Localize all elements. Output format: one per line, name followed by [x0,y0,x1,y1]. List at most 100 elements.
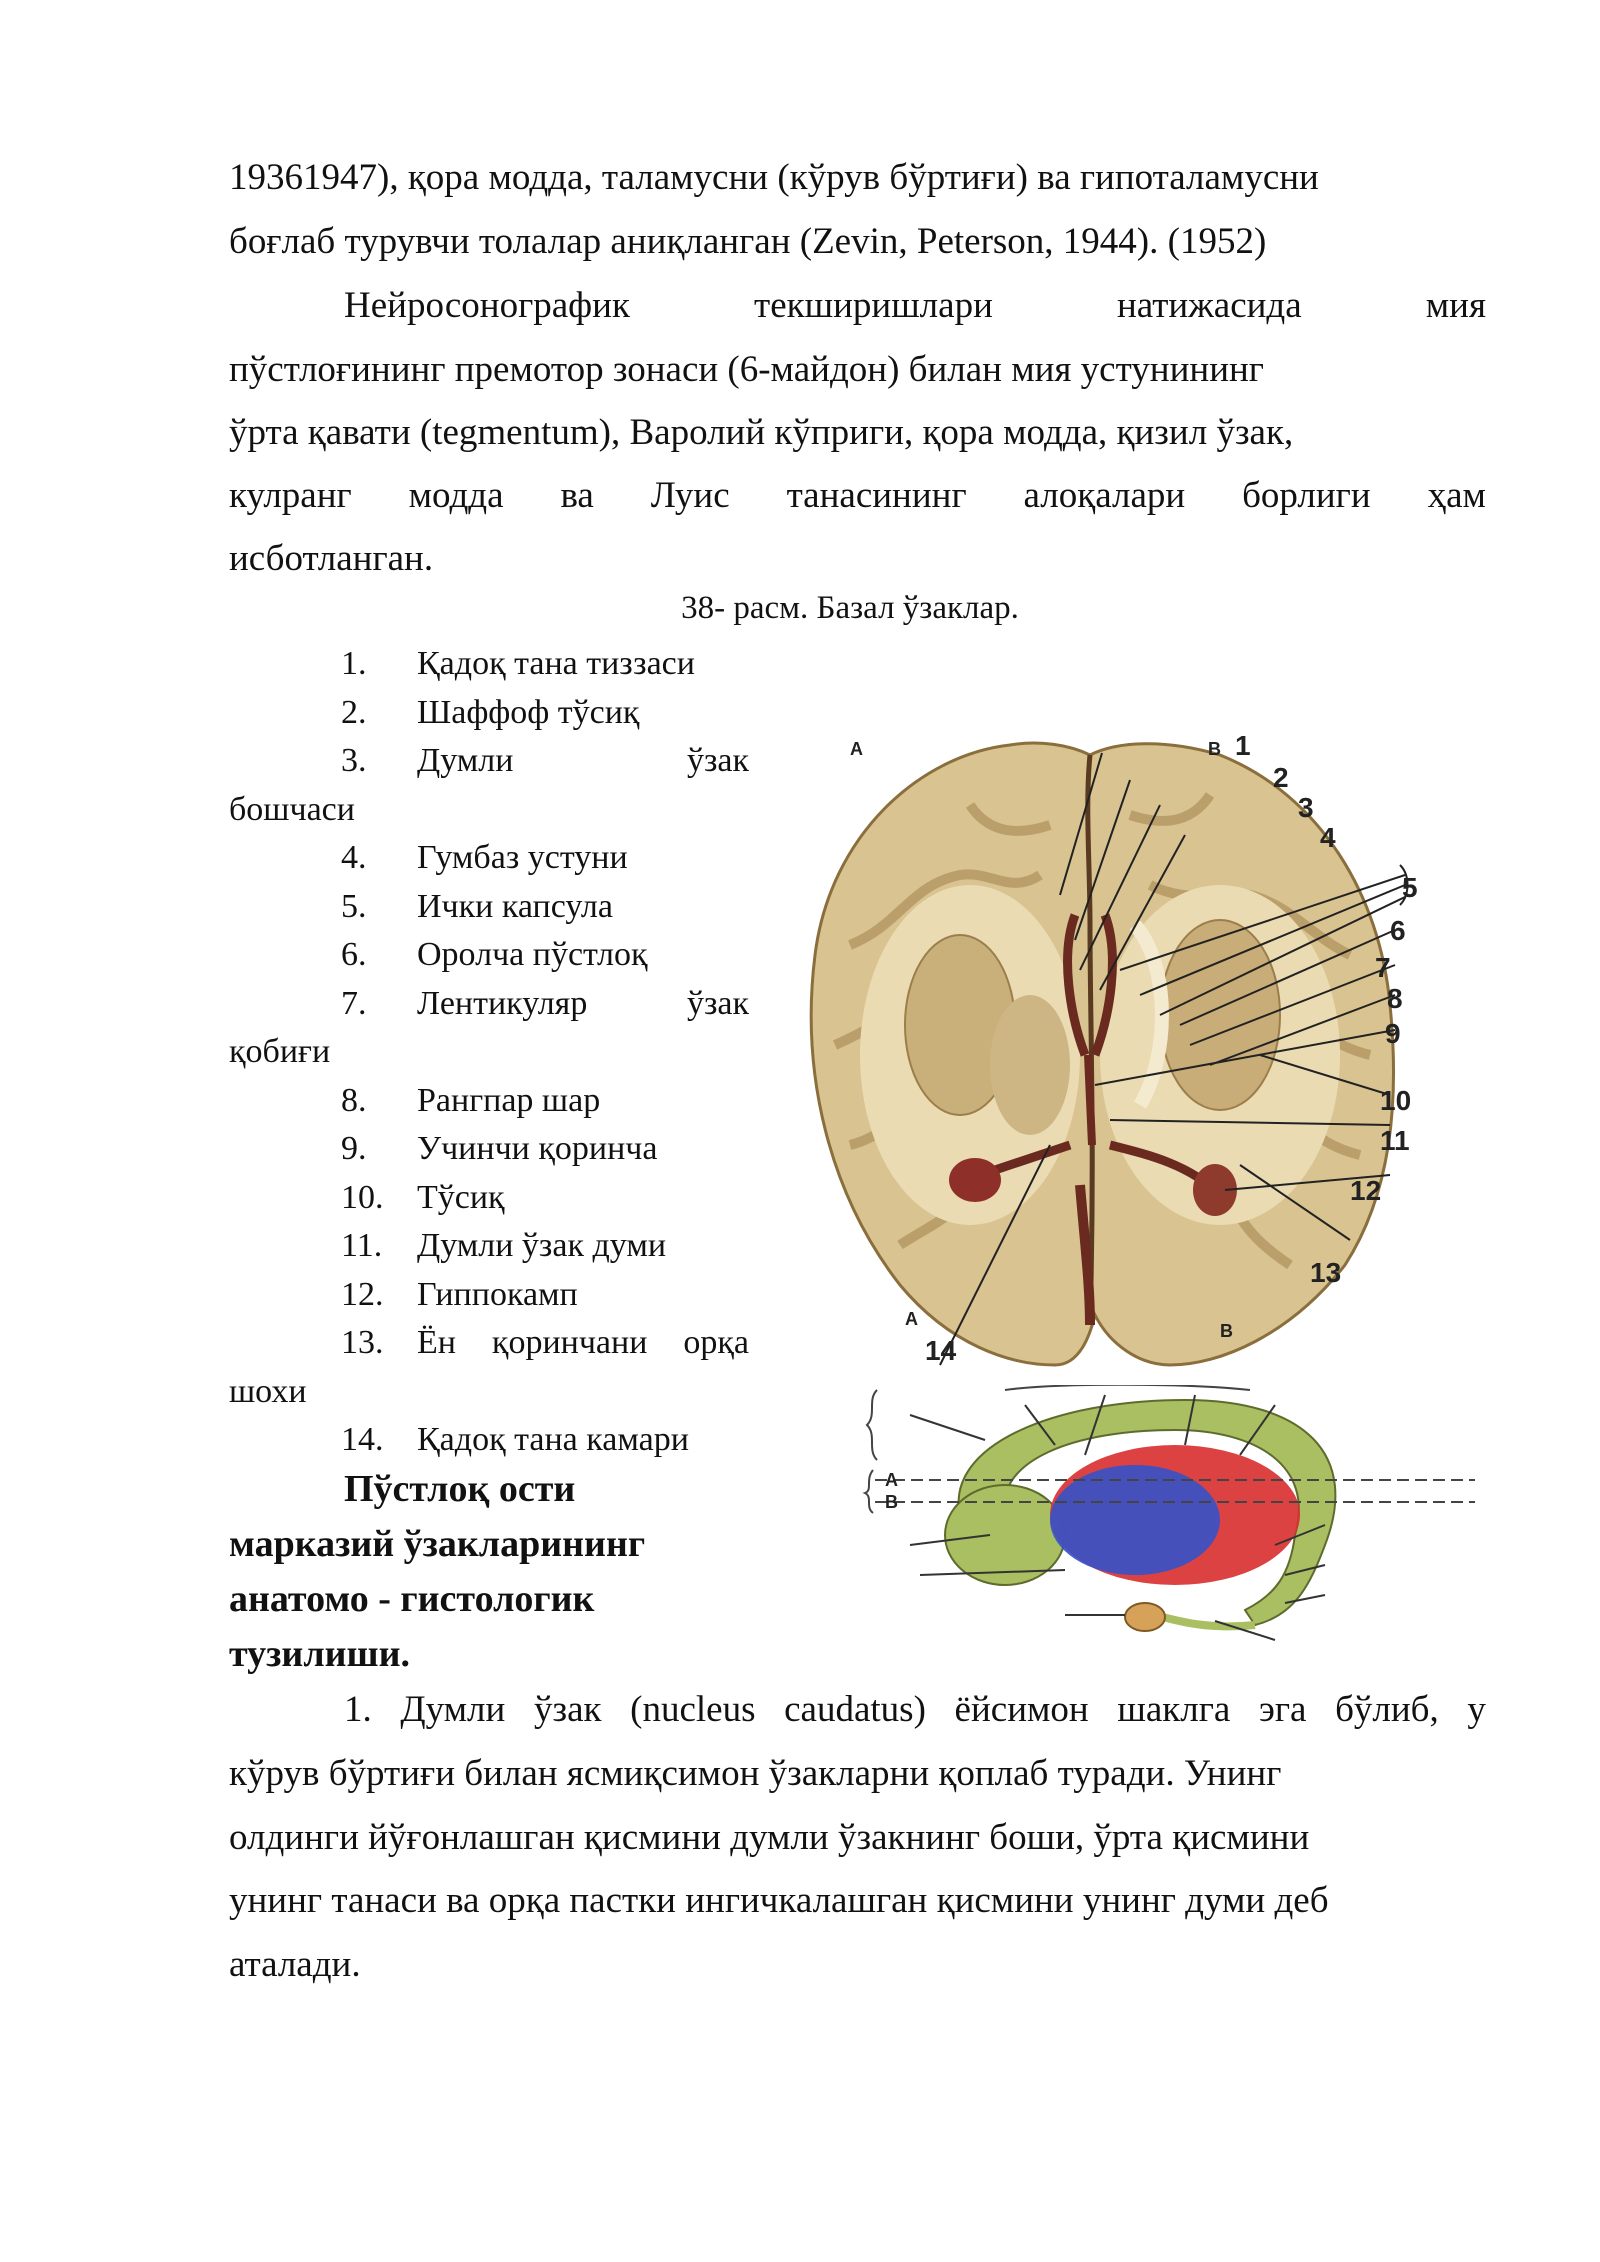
legend-item: 13. Ён қоринчани орқа [229,1319,749,1368]
legend-item: 14. Қадоқ тана камари [229,1416,749,1465]
legend-continuation: қобиғи [229,1033,331,1070]
legend-word: қоринчани [491,1324,648,1361]
corner-label-b-bottom: B [1220,1321,1233,1341]
structure-number: 13 [1310,1257,1341,1288]
basal-nuclei-schema: A B [862,1385,1475,1641]
para2-word: текширишлари [754,285,993,326]
corner-label-a-bottom: A [905,1309,918,1329]
legend-text: Оролча пўстлоқ [417,936,648,973]
brain-section-figure: A B A B 1 2 3 4 5 6 7 8 9 10 11 12 13 14 [809,730,1418,1367]
para1-line1: 19361947), қора модда, таламусни (кўрув … [229,157,1319,198]
legend-word: ўзак [686,742,749,779]
legend-continuation: бошчаси [229,790,355,828]
structure-number: 4 [1320,822,1336,853]
legend-text: Қадоқ тана тиззаси [417,645,695,682]
legend-item: 12. Гиппокамп [229,1271,749,1320]
para2-word: алоқалари [1023,475,1186,516]
structure-number: 1 [1235,730,1251,761]
para2-word: модда [408,475,504,516]
structure-number: 5 [1402,872,1418,903]
section-label-b: B [885,1492,898,1512]
para2-word: мия [1425,285,1486,326]
para2-line3: ўрта қавати (tegmentum), Варолий кўприги… [229,412,1294,453]
legend-word: орқа [683,1324,749,1361]
legend-item: 5. Ички капсула [229,883,749,932]
legend-number: 10. [341,1178,384,1216]
schema-leader-lines [909,1394,1326,1641]
legend-text: Гумбаз устуни [417,839,628,876]
legend-item: 1. Қадоқ тана тиззаси [229,640,749,689]
legend-text: Ён қоринчани орқа [417,1319,749,1368]
para3-word: бўлиб, [1335,1689,1439,1730]
para2-word: ҳам [1427,475,1486,516]
para2-word: Луис [650,475,730,516]
legend-text: Думли ўзак думи [417,1227,667,1264]
hippocampus-right [1193,1164,1237,1216]
legend-item: 10. Тўсиқ [229,1174,749,1223]
para3-word: шаклга [1117,1689,1231,1730]
corner-label-b-top: B [1208,739,1221,759]
legend-item: 9. Учинчи қоринча [229,1125,749,1174]
para3-line2: кўрув бўртиғи билан ясмиқсимон ўзакларни… [229,1753,1282,1794]
para2-word: Нейросонографик [344,285,630,326]
legend-item: 2. Шаффоф тўсиқ [229,689,749,738]
legend-word: Думли [417,742,514,779]
structure-number: 2 [1273,762,1289,793]
para2-line2: пўстлоғининг премотор зонаси (6-майдон) … [229,349,1264,390]
para3-line5: аталади. [229,1944,361,1985]
legend-number: 3. [341,742,367,779]
legend-item: 11. Думли ўзак думи [229,1222,749,1271]
figure-legend: 1. Қадоқ тана тиззаси 2. Шаффоф тўсиқ 3.… [229,640,749,1465]
third-ventricle [1084,1054,1096,1146]
legend-number: 1. [341,645,367,682]
figure-caption: 38- расм. Базал ўзаклар. [681,590,1019,626]
legend-item: 7. Лентикуляр ўзак [229,980,749,1029]
legend-number: 7. [341,984,367,1022]
legend-number: 9. [341,1130,367,1167]
legend-number: 12. [341,1275,384,1313]
structure-number: 3 [1298,792,1314,823]
para1-line2: боғлаб турувчи толалар аниқланган (Zevin… [229,221,1267,262]
legend-word: ўзак [686,984,749,1022]
structure-number: 9 [1385,1018,1401,1049]
caudate-tail [1154,1611,1256,1631]
legend-number: 2. [341,693,367,731]
globus-pallidus-shape [1050,1465,1220,1575]
legend-text: Гиппокамп [417,1275,578,1313]
legend-number: 6. [341,936,367,973]
amygdala-shape [1124,1602,1166,1632]
legend-text: Лентикуляр ўзак [417,980,749,1029]
structure-number: 14 [925,1335,957,1366]
para2-word: кулранг [229,475,352,516]
heading-line: Пўстлоқ ости [344,1468,576,1510]
pointer-lines [939,752,1406,1366]
legend-item: 6. Оролча пўстлоқ [229,931,749,980]
para3-word: эга [1258,1689,1307,1730]
para2-word: танасининг [786,475,967,516]
structure-number: 8 [1387,983,1403,1014]
para3-word: ўзак [533,1689,602,1730]
legend-item: 4. Гумбаз устуни [229,834,749,883]
legend-text: Қадоқ тана камари [417,1421,689,1458]
section-label-a: A [885,1470,898,1490]
structure-number: 11 [1380,1125,1410,1156]
para3-line1: 1. Думли ўзак (nucleus caudatus) ёйсимон… [344,1678,1486,1742]
para3-word: ёйсимон [954,1689,1089,1730]
legend-continuation: шохи [229,1372,307,1410]
para3-word: (nucleus [630,1689,756,1730]
para2-line4: кулранг модда ва Луис танасининг алоқала… [229,464,1486,528]
heading-line: анатомо - гистологик [229,1578,595,1620]
heading-line: марказий ўзакларининг [229,1523,646,1565]
lentiform-right [1159,919,1281,1111]
legend-text: Тўсиқ [417,1178,505,1216]
para3-line4: унинг танаси ва орқа пастки ингичкалашга… [229,1880,1329,1921]
section-heading: Пўстлоқ ости марказий ўзакларининг анато… [229,1462,749,1682]
legend-text: Шаффоф тўсиқ [417,693,640,731]
para2-word: натижасида [1116,285,1302,326]
para2-word: ва [560,475,594,516]
hippocampus-left [949,1158,1001,1202]
legend-text: Учинчи қоринча [417,1130,658,1167]
para3-line3: олдинги йўғонлашган қисмини думли ўзакни… [229,1817,1310,1858]
para3-word: caudatus) [784,1689,926,1730]
legend-text: Думли ўзак [417,737,749,786]
